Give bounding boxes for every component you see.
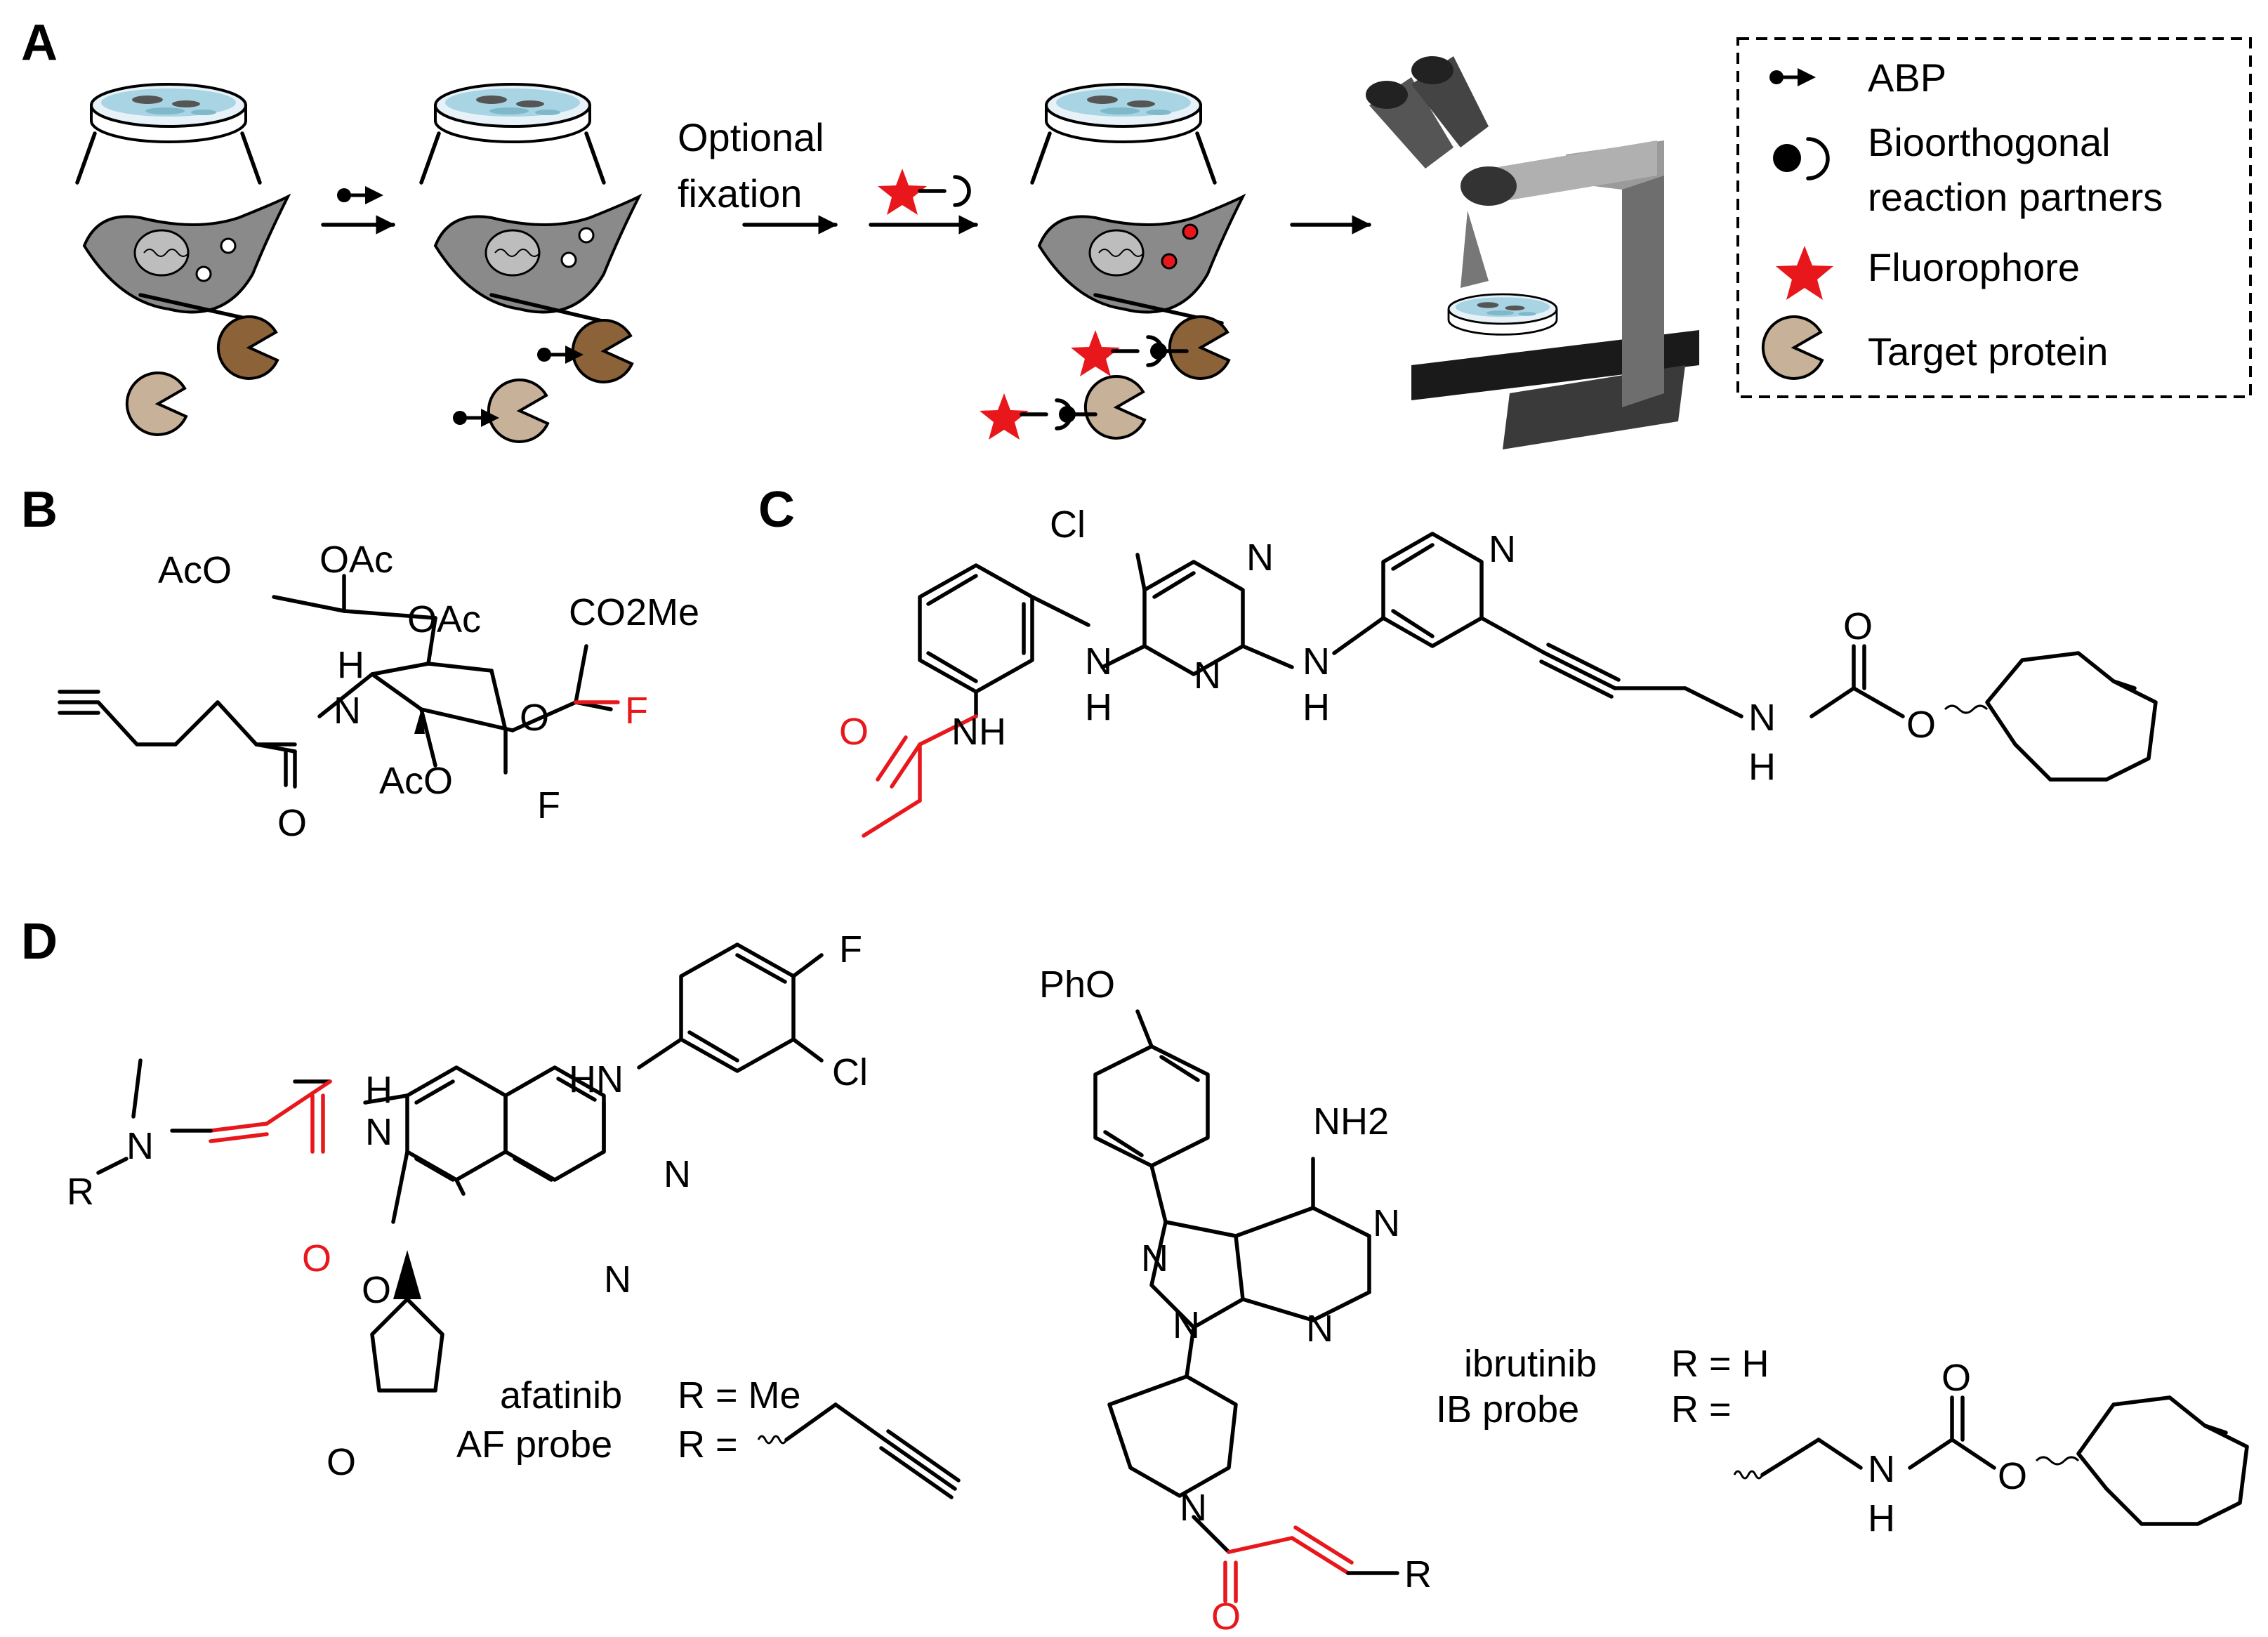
c-o-ester: O (1906, 704, 1936, 746)
microscope-icon (1366, 56, 1699, 449)
fluorophore-reagent (878, 169, 971, 215)
d-h: H (365, 1069, 393, 1111)
c-cl: Cl (1050, 504, 1086, 546)
c-n1: N (1246, 537, 1274, 579)
structure-d-afatinib (96, 942, 961, 1499)
c-nh-acr: NH (951, 711, 1006, 753)
legend-fluorophore-icon (1776, 246, 1833, 300)
c-n2: N (1194, 655, 1221, 697)
d-cl: Cl (832, 1051, 868, 1093)
d-n-me: N (126, 1125, 154, 1167)
c-nh2-h: H (1303, 686, 1330, 728)
d-af-probe-r: R = (678, 1424, 738, 1466)
d-n-pz2: N (1173, 1304, 1200, 1346)
b-o-amide: O (277, 802, 307, 844)
d-hn: HN (569, 1058, 624, 1100)
b-oac1: OAc (319, 539, 393, 581)
b-h: H (337, 644, 364, 686)
legend-target-icon (1761, 315, 1824, 380)
d-afatinib-r: R = Me (678, 1374, 801, 1416)
d-ibrutinib-name: ibrutinib (1464, 1343, 1597, 1385)
d-n-pyr1: N (1373, 1202, 1400, 1244)
step-label-optional: Optional (678, 115, 824, 159)
legend-bioorthogonal-icon (1773, 137, 1830, 180)
d-afatinib-name: afatinib (500, 1374, 622, 1416)
c-o-carb: O (1843, 605, 1873, 647)
d-ib-probe-r: R = (1671, 1388, 1732, 1431)
d-n-quin2: N (604, 1258, 631, 1301)
panel-label-c: C (758, 482, 795, 538)
c-nh2-n: N (1303, 640, 1330, 683)
d-ibrutinib-r: R = H (1671, 1343, 1769, 1385)
d-n-pz1: N (1141, 1237, 1168, 1280)
b-f2: F (537, 784, 560, 827)
d-af-probe-name: AF probe (456, 1424, 612, 1466)
step-label-fixation: fixation (678, 171, 802, 216)
scheme-step-3 (980, 83, 1244, 440)
d-n-pyr2: N (1306, 1308, 1333, 1350)
d-o-carb: O (1941, 1357, 1971, 1399)
c-nh-carb-h: H (1748, 746, 1776, 788)
d-o-thf: O (327, 1441, 356, 1483)
legend-abp: ABP (1868, 55, 1946, 100)
b-n: N (334, 690, 361, 732)
b-oac2: OAc (407, 598, 481, 640)
d-nh-h: H (1868, 1497, 1895, 1539)
c-nh-carb-n: N (1748, 697, 1776, 739)
d-o-red: O (302, 1237, 331, 1280)
d-n-quin1: N (664, 1153, 691, 1195)
panel-label-b: B (21, 482, 58, 538)
c-nh1-n: N (1085, 640, 1112, 683)
abp-symbol-1 (337, 186, 383, 204)
d-o-ether: O (362, 1269, 391, 1311)
b-aco1: AcO (158, 549, 232, 591)
legend-target: Target protein (1868, 329, 2108, 374)
structure-b (58, 574, 620, 789)
structure-d-ibrutinib (1093, 1009, 2249, 1603)
d-o-ester: O (1998, 1455, 2027, 1497)
b-aco2: AcO (379, 760, 453, 802)
b-o-ring: O (520, 697, 549, 739)
b-f1: F (625, 690, 648, 732)
c-nh1-h: H (1085, 686, 1112, 728)
d-n-pip: N (1180, 1487, 1207, 1529)
b-co2me: CO2Me (569, 591, 699, 633)
d-r: R (67, 1171, 94, 1213)
d-f: F (839, 928, 862, 971)
d-pho: PhO (1039, 964, 1115, 1006)
structure-c (862, 532, 2158, 838)
panel-label-d: D (21, 914, 58, 970)
c-o-acr: O (839, 711, 869, 753)
d-r2: R (1404, 1553, 1432, 1596)
legend-bioorthogonal-line1: Bioorthogonal (1868, 120, 2111, 164)
scheme-step-2 (419, 83, 640, 443)
d-nh-n: N (1868, 1448, 1895, 1490)
legend-box (1736, 37, 2252, 398)
scheme-step-1 (75, 83, 289, 436)
legend-bioorthogonal-line2: reaction partners (1868, 175, 2163, 219)
d-n-amide: N (365, 1111, 393, 1153)
d-o-red2: O (1211, 1596, 1241, 1637)
legend-abp-icon (1769, 68, 1816, 86)
legend-fluorophore: Fluorophore (1868, 245, 2080, 289)
panel-label-a: A (21, 15, 58, 71)
c-n-py: N (1489, 528, 1516, 570)
d-ib-probe-name: IB probe (1436, 1388, 1579, 1431)
d-nh2: NH2 (1313, 1100, 1389, 1143)
